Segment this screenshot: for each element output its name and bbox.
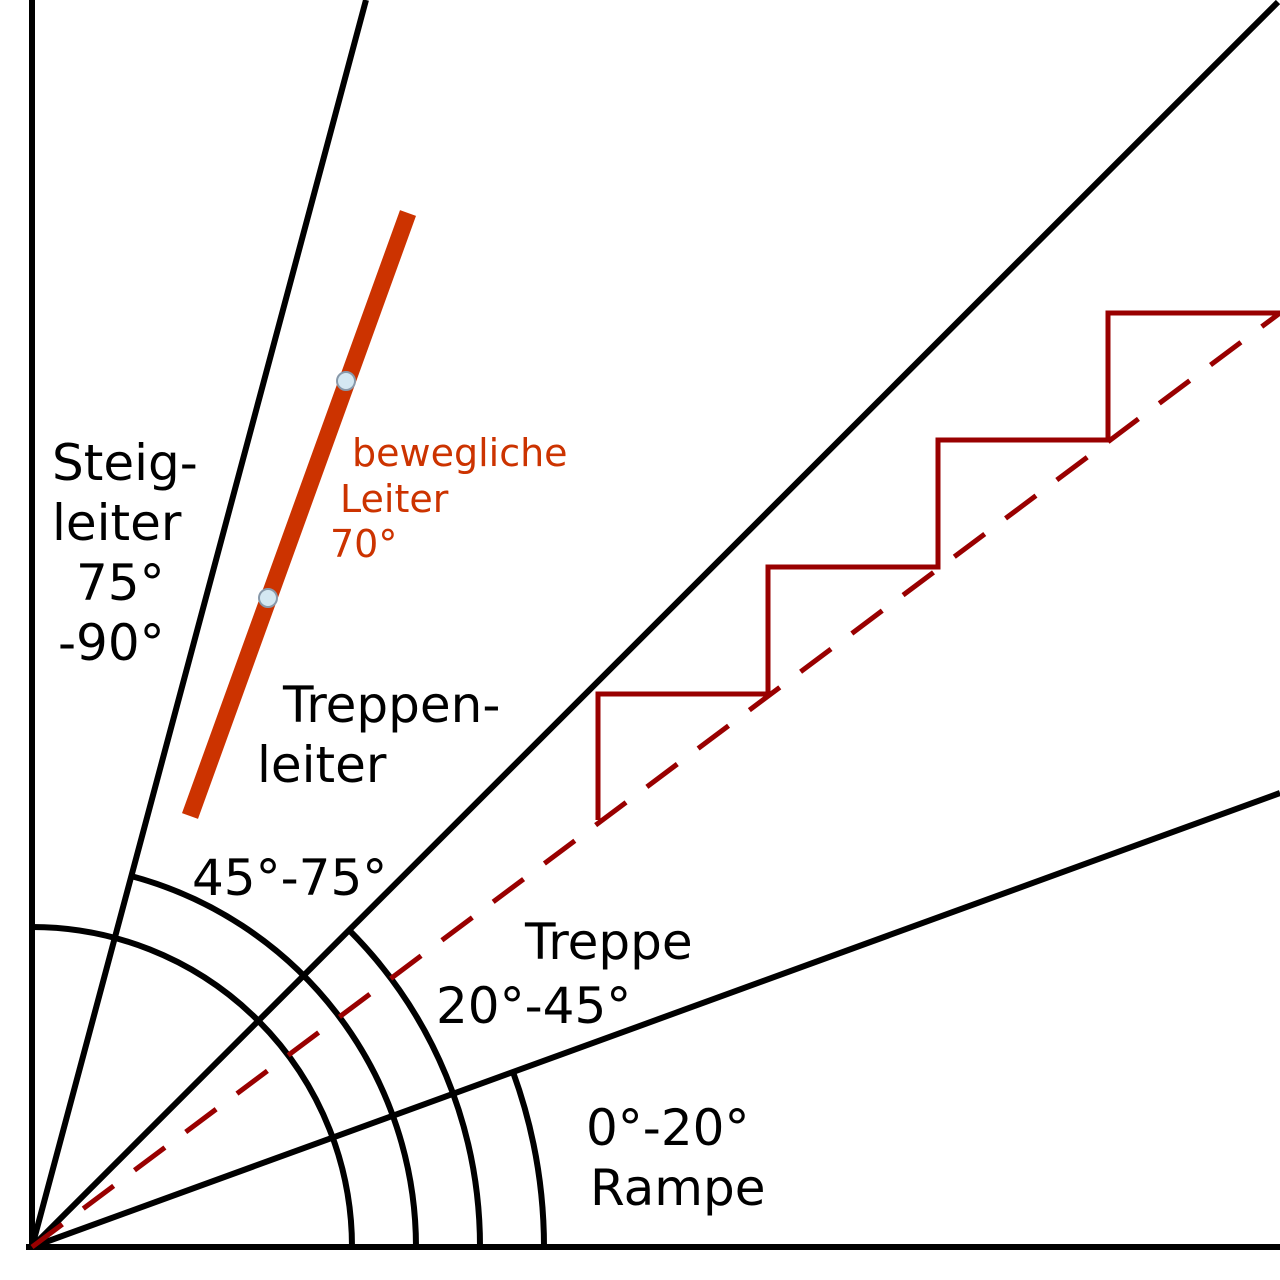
label-steigleiter-4: -90° — [58, 614, 165, 672]
label-treppenleiter-2: leiter — [257, 736, 387, 794]
label-bewegliche-1: bewegliche — [352, 431, 568, 475]
label-steigleiter-1: Steig- — [52, 434, 198, 492]
label-treppe-1: Treppe — [524, 913, 693, 971]
line-45-degrees — [29, 0, 1280, 1250]
ladder-rung-dot — [258, 588, 278, 608]
label-treppenleiter-range: 45°-75° — [192, 849, 387, 907]
line-75-degrees — [29, 0, 369, 1248]
movable-ladder — [182, 210, 416, 819]
stairs-slope-dashed — [30, 310, 1280, 1250]
label-treppenleiter-1: Treppen- — [282, 676, 500, 734]
label-steigleiter-3: 75° — [76, 554, 165, 612]
line-20-degrees — [30, 790, 1280, 1250]
ladder-rung-dot — [336, 371, 356, 391]
label-bewegliche-3: 70° — [330, 522, 397, 566]
stairs-profile — [595, 310, 1280, 820]
arc-90 — [31, 924, 355, 1248]
label-rampe-2: Rampe — [590, 1159, 766, 1217]
arc-75 — [130, 873, 419, 1248]
label-bewegliche-2: Leiter — [340, 477, 449, 521]
arc-45 — [346, 927, 484, 1248]
label-rampe-1: 0°-20° — [586, 1099, 749, 1157]
label-steigleiter-2: leiter — [52, 494, 182, 552]
arc-20 — [510, 1070, 547, 1248]
label-treppe-2: 20°-45° — [436, 977, 631, 1035]
